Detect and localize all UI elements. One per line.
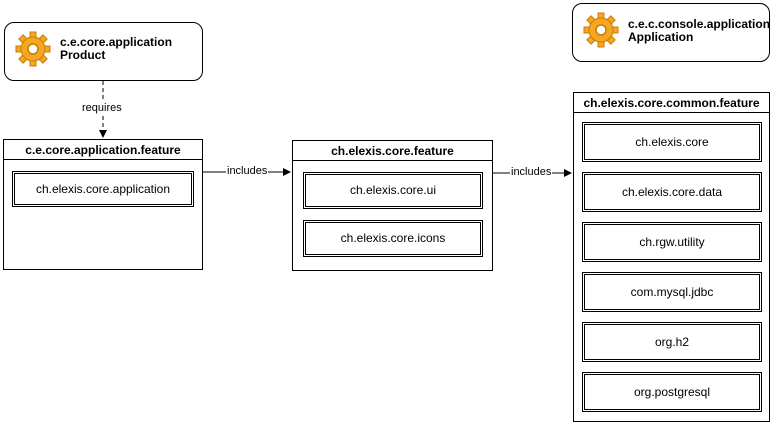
requires-label: requires: [81, 102, 123, 115]
common-feature-title: ch.elexis.core.common.feature: [574, 93, 769, 113]
gear-icon: [583, 12, 619, 48]
common-feature-box[interactable]: ch.elexis.core.common.feature ch.elexis.…: [573, 92, 770, 422]
plugin-item[interactable]: ch.elexis.core.ui: [303, 172, 483, 209]
includes-label-2: includes: [510, 166, 553, 179]
plugin-item[interactable]: org.h2: [582, 322, 762, 362]
includes-label-1: includes: [226, 165, 269, 178]
core-feature-box[interactable]: ch.elexis.core.feature ch.elexis.core.ui…: [292, 140, 493, 271]
plugin-item[interactable]: ch.rgw.utility: [582, 222, 762, 262]
application-feature-box[interactable]: c.e.core.application.feature ch.elexis.c…: [3, 139, 203, 270]
product-type: Product: [60, 48, 106, 62]
plugin-item[interactable]: ch.elexis.core.icons: [303, 220, 483, 257]
console-application-name: c.e.c.console.application: [628, 17, 771, 31]
plugin-item[interactable]: com.mysql.jdbc: [582, 272, 762, 312]
product-name: c.e.core.application: [60, 35, 173, 49]
plugin-item[interactable]: ch.elexis.core.application: [12, 171, 194, 207]
gear-icon: [15, 31, 51, 67]
application-feature-title: c.e.core.application.feature: [4, 140, 202, 160]
plugin-item[interactable]: ch.elexis.core.data: [582, 172, 762, 212]
product-node[interactable]: c.e.core.application Product: [4, 22, 203, 81]
plugin-item[interactable]: ch.elexis.core: [582, 122, 762, 162]
plugin-item[interactable]: org.postgresql: [582, 372, 762, 412]
console-application-node[interactable]: c.e.c.console.application Application: [572, 3, 770, 62]
core-feature-title: ch.elexis.core.feature: [293, 141, 492, 161]
console-application-type: Application: [628, 30, 694, 44]
